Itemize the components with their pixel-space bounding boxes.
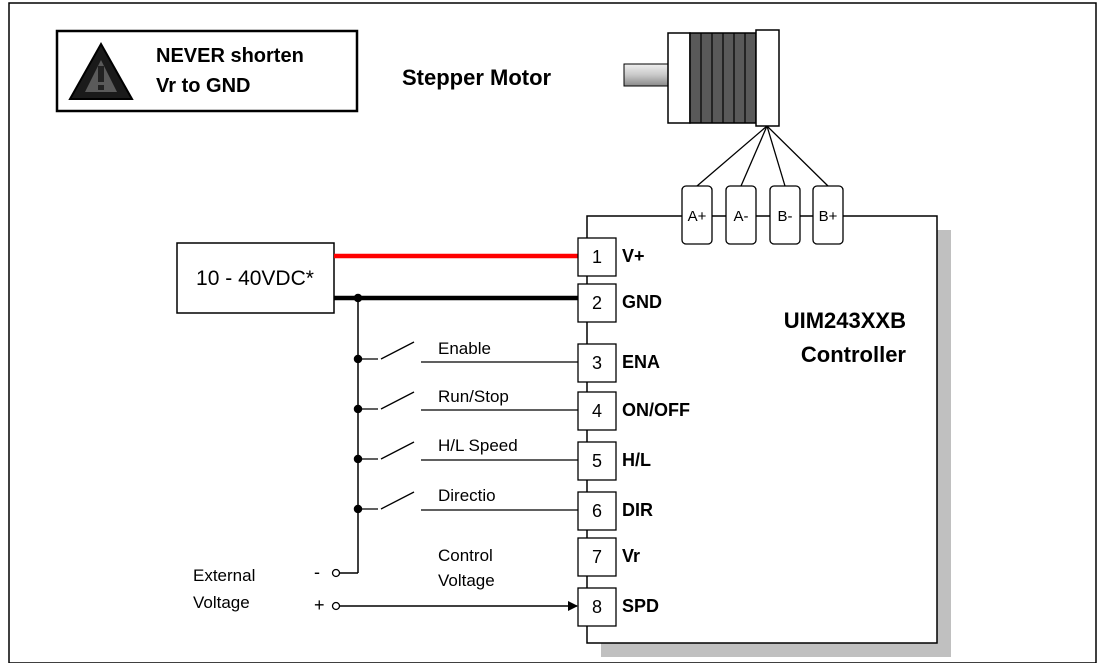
external-voltage-line2: Voltage <box>193 593 250 612</box>
motor-connector: B+ <box>812 185 844 245</box>
pin-number: 7 <box>592 547 602 567</box>
pin-number: 6 <box>592 501 602 521</box>
pin-box <box>577 537 617 577</box>
power-supply-box <box>176 242 335 314</box>
switch-label-hl-speed: H/L Speed <box>438 436 518 455</box>
motor-connector-label: B- <box>778 208 793 225</box>
switch-hl-speed <box>358 441 578 461</box>
pin-number: 5 <box>592 451 602 471</box>
diagram-frame <box>8 2 1097 663</box>
pin-terminals: 1 V+ 2 GND 3 ENA 4 ON/OFF 5 H/L 6 DIR 7 Vr 8 SPD <box>577 237 690 627</box>
pin-box <box>577 587 617 627</box>
pin-name: H/L <box>622 450 651 470</box>
pin-number: 2 <box>592 293 602 313</box>
switch-label-enable: Enable <box>438 339 491 358</box>
pin-terminal: 5 H/L <box>577 441 651 481</box>
pin-terminal: 2 GND <box>577 283 662 323</box>
pin-name: GND <box>622 292 662 312</box>
motor-connector-label: B+ <box>819 208 838 225</box>
power-supply-label: 10 - 40VDC* <box>196 267 314 290</box>
pin-box <box>577 441 617 481</box>
motor-leads <box>696 125 829 187</box>
pin-terminal: 4 ON/OFF <box>577 391 690 431</box>
motor-shaft <box>623 63 669 87</box>
pin-terminal: 3 ENA <box>577 343 660 383</box>
pin-box <box>577 237 617 277</box>
motor-connectors: A+ A- B- B+ <box>681 185 844 245</box>
pin-number: 3 <box>592 353 602 373</box>
motor-connector: B- <box>769 185 801 245</box>
pin-number: 4 <box>592 401 602 421</box>
external-minus-terminal <box>331 568 341 578</box>
switch-label-run-stop: Run/Stop <box>438 387 509 406</box>
warning-box: NEVER shorten Vr to GND <box>55 29 359 113</box>
pin-box <box>577 343 617 383</box>
stepper-motor <box>623 29 780 127</box>
external-plus-sign: + <box>314 595 325 615</box>
pin-terminal: 8 SPD <box>577 587 659 627</box>
pin-number: 1 <box>592 247 602 267</box>
external-minus-sign: - <box>314 562 320 582</box>
control-voltage-line2: Voltage <box>438 571 495 590</box>
pin-box <box>577 491 617 531</box>
pin-terminal: 6 DIR <box>577 491 653 531</box>
motor-connector-label: A- <box>734 208 749 225</box>
pin-box <box>577 283 617 323</box>
pin-name: Vr <box>622 546 640 566</box>
switch-enable <box>358 341 578 363</box>
control-voltage-line1: Control <box>438 546 493 565</box>
motor-connector-label: A+ <box>688 208 707 225</box>
external-plus-terminal <box>331 601 341 611</box>
pin-name: ENA <box>622 352 660 372</box>
controller-name-line2: Controller <box>801 342 907 367</box>
pin-terminal: 7 Vr <box>577 537 640 577</box>
warning-line2: Vr to GND <box>156 75 250 97</box>
motor-title: Stepper Motor <box>402 65 552 90</box>
warning-line1: NEVER shorten <box>156 45 304 67</box>
pin-name: DIR <box>622 500 653 520</box>
switch-direction <box>358 491 578 511</box>
external-voltage-line1: External <box>193 566 255 585</box>
switch-run-stop <box>358 391 578 411</box>
pin-name: ON/OFF <box>622 400 690 420</box>
pin-terminal: 1 V+ <box>577 237 645 277</box>
pin-name: V+ <box>622 246 645 266</box>
pin-name: SPD <box>622 596 659 616</box>
pin-box <box>577 391 617 431</box>
controller-body <box>586 215 938 644</box>
pin-number: 8 <box>592 597 602 617</box>
warning-icon <box>68 41 134 100</box>
ground-rail <box>340 293 363 574</box>
motor-connector: A+ <box>681 185 713 245</box>
motor-connector: A- <box>725 185 757 245</box>
switch-label-direction: Directio <box>438 486 496 505</box>
controller-name-line1: UIM243XXB <box>784 308 906 333</box>
